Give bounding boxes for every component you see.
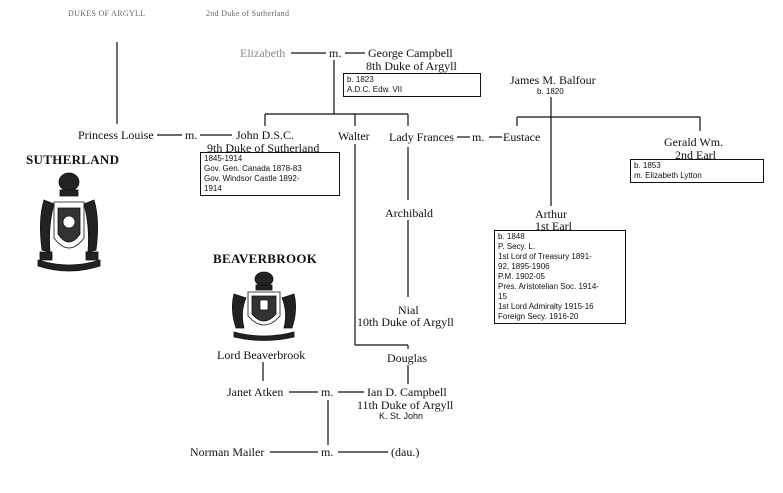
person-princess-louise: Princess Louise [78,128,154,142]
person-ian-title: 11th Duke of Argyll [357,398,454,412]
info-box-george: b. 1823 A.D.C. Edw. VII [343,73,481,97]
person-douglas: Douglas [387,351,427,365]
header-left-text: DUKES OF ARGYLL [68,9,146,18]
person-ian-sub: K. St. John [379,411,424,421]
person-janet: Janet Atken [227,385,284,399]
info-line: 1845-1914 [204,154,243,163]
person-norman: Norman Mailer [190,445,265,459]
person-lord-beaverbrook: Lord Beaverbrook [217,348,306,362]
info-line: m. Elizabeth Lytton [634,171,702,180]
person-gerald: Gerald Wm. [664,135,724,149]
person-nial: Nial [398,303,419,317]
info-line: b. 1848 [498,232,525,241]
info-line: Pres. Aristotelian Soc. 1914- [498,282,599,291]
info-line: Gov. Windsor Castle 1892- [204,174,300,183]
person-james-born: b. 1820 [537,87,564,96]
marriage-label: m. [185,128,198,142]
person-george-title: 8th Duke of Argyll [366,59,457,73]
marriage-label: m. [329,46,342,60]
person-dau: (dau.) [391,445,420,459]
info-line: P.M. 1902-05 [498,272,545,281]
person-john: John D.S.C. [236,128,295,142]
sutherland-crest-icon [37,172,101,272]
info-line: 1st Lord Admiralty 1915-16 [498,302,594,311]
person-arthur: Arthur [535,207,567,221]
person-gerald-title: 2nd Earl [675,148,716,162]
info-box-john: 1845-1914 Gov. Gen. Canada 1878-83 Gov. … [200,152,340,196]
person-lady-frances: Lady Frances [389,130,454,144]
person-ian: Ian D. Campbell [367,385,447,399]
person-george-campbell: George Campbell [368,46,453,60]
info-line: Gov. Gen. Canada 1878-83 [204,164,302,173]
marriage-label: m. [321,385,334,399]
heading-beaverbrook: BEAVERBROOK [213,251,318,266]
person-archibald: Archibald [385,206,433,220]
person-eustace: Eustace [503,130,541,144]
marriage-label: m. [321,445,334,459]
beaverbrook-crest-icon [232,271,296,341]
info-box-gerald: b. 1853 m. Elizabeth Lytton [630,159,764,183]
info-line: 15 [498,292,507,301]
info-line: b. 1853 [634,161,661,170]
info-line: P. Secy. L. [498,242,536,251]
info-line: Foreign Secy. 1916-20 [498,312,579,321]
heading-sutherland: SUTHERLAND [26,152,120,167]
person-elizabeth: Elizabeth [240,46,286,60]
info-line: A.D.C. Edw. VII [347,85,403,94]
header-right-text: 2nd Duke of Sutherland [206,9,290,18]
person-walter: Walter [338,129,370,143]
info-line: b. 1823 [347,75,374,84]
info-line: 1st Lord of Treasury 1891- [498,252,592,261]
marriage-label: m. [472,130,485,144]
person-james-balfour: James M. Balfour [510,73,596,87]
info-line: 92, 1895-1906 [498,262,550,271]
person-john-title: 9th Duke of Sutherland [207,141,320,155]
person-arthur-title: 1st Earl [535,219,572,233]
info-line: 1914 [204,184,222,193]
person-nial-title: 10th Duke of Argyll [357,315,454,329]
info-box-arthur: b. 1848 P. Secy. L. 1st Lord of Treasury… [494,230,626,324]
